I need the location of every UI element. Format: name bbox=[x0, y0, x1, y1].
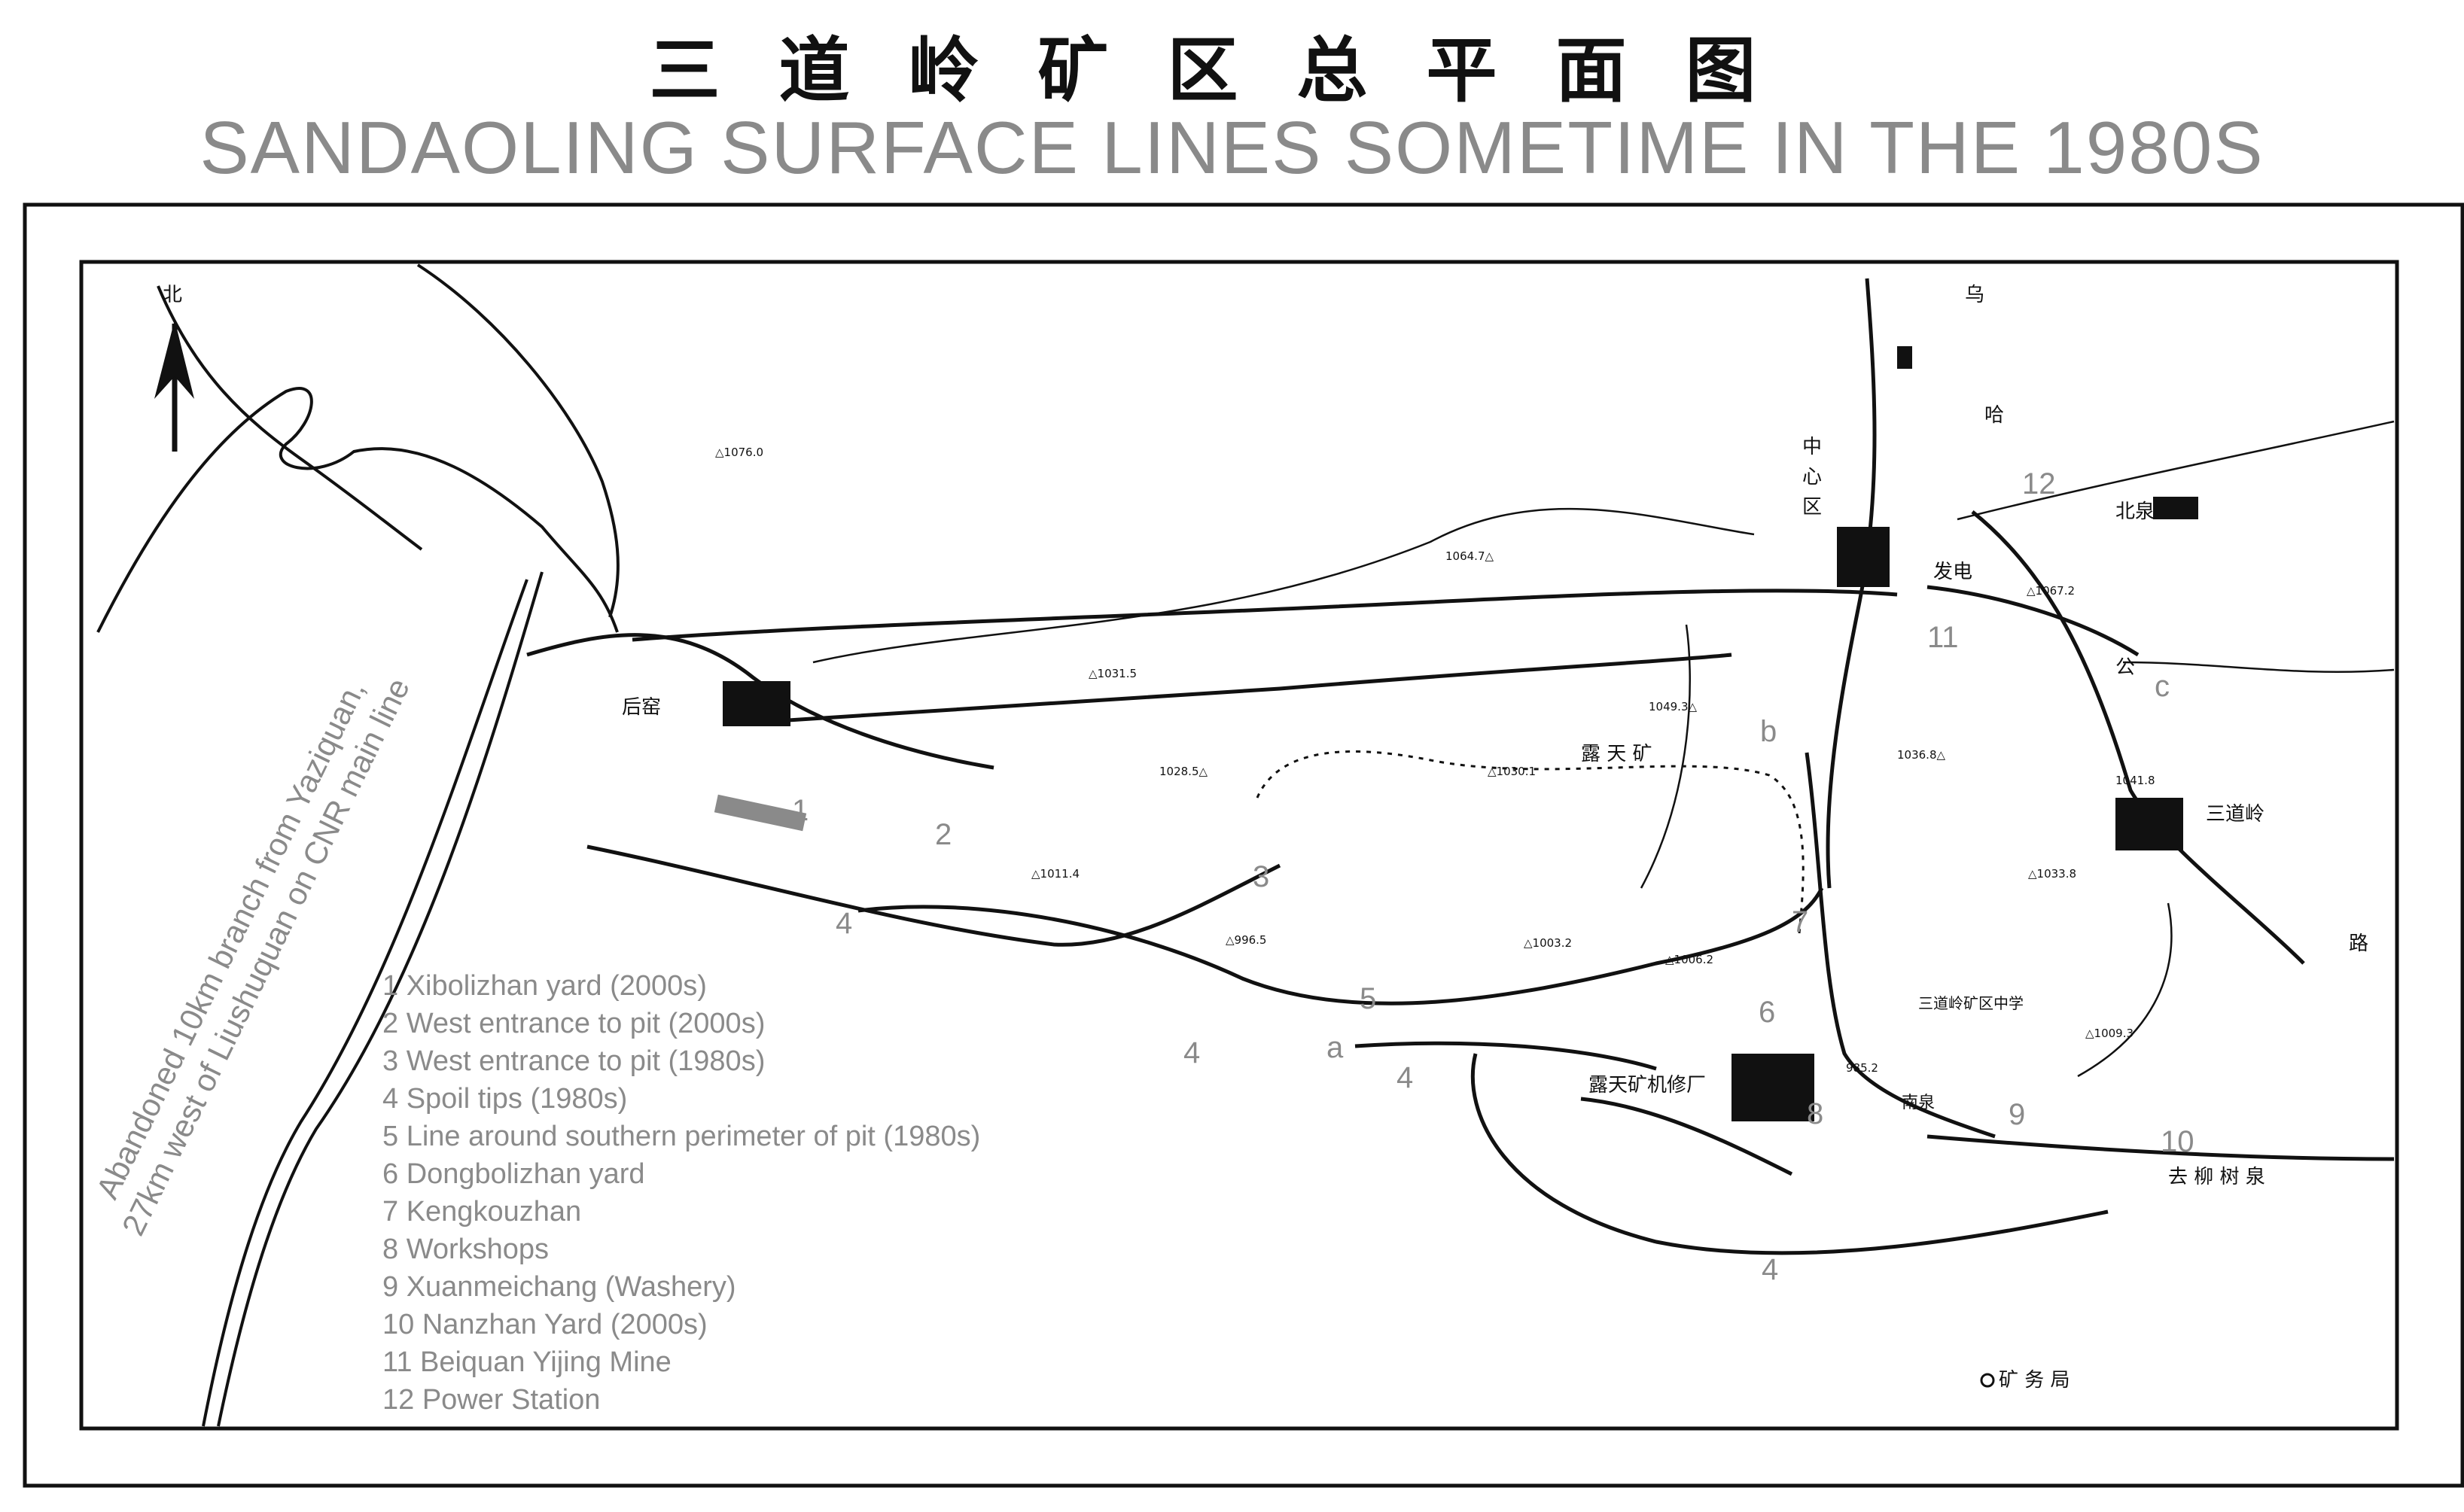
marker-6: 6 bbox=[1759, 996, 1775, 1029]
terrain-contours bbox=[812, 420, 2395, 1078]
marker-11: 11 bbox=[1927, 621, 1959, 654]
marker-5: 5 bbox=[1360, 982, 1376, 1015]
legend-item: 1 Xibolizhan yard (2000s) bbox=[382, 970, 707, 1002]
road-label-ha: 哈 bbox=[1984, 404, 2004, 427]
school-label: 三道岭矿区中学 bbox=[1918, 994, 2024, 1012]
elevation-12: 1036.8△ bbox=[1897, 748, 1945, 762]
legend-item: 10 Nanzhan Yard (2000s) bbox=[382, 1309, 708, 1340]
north-arrow-icon: 北 bbox=[154, 284, 194, 452]
elevation-3: △1031.5 bbox=[1089, 667, 1137, 680]
xibolizhan-highlight-bar bbox=[714, 794, 807, 832]
marker-4-south: 4 bbox=[1396, 1061, 1413, 1094]
elevation-6: △1011.4 bbox=[1031, 867, 1080, 881]
elevation-14: △1033.8 bbox=[2028, 867, 2076, 881]
elevation-13: 1041.8 bbox=[2115, 774, 2155, 787]
mine-bureau-symbol-icon bbox=[1980, 1373, 1995, 1388]
marker-1: 1 bbox=[792, 794, 809, 827]
sandaoling-label: 三道岭 bbox=[2206, 803, 2265, 826]
elevation-7: △996.5 bbox=[1226, 933, 1266, 947]
center-label-1: 中 bbox=[1802, 436, 1822, 458]
railway-lines bbox=[526, 278, 2395, 1255]
elevation-8: △1003.2 bbox=[1524, 936, 1572, 950]
nanquan-label: 南泉 bbox=[1902, 1094, 1935, 1112]
houyao-label: 后窑 bbox=[622, 696, 661, 719]
marker-12: 12 bbox=[2022, 467, 2056, 500]
legend-item: 8 Workshops bbox=[382, 1234, 550, 1265]
settlement-blocks bbox=[723, 346, 2198, 1121]
legend-item: 9 Xuanmeichang (Washery) bbox=[382, 1271, 736, 1303]
workshop-label: 露天矿机修厂 bbox=[1588, 1074, 1706, 1097]
marker-9: 9 bbox=[2009, 1098, 2025, 1131]
marker-7: 7 bbox=[1792, 905, 1808, 939]
marker-a: a bbox=[1326, 1031, 1344, 1064]
road-label-lu: 路 bbox=[2349, 932, 2368, 955]
elevation-10: 1049.3△ bbox=[1649, 700, 1697, 713]
marker-c: c bbox=[2155, 670, 2170, 703]
legend-item: 11 Beiquan Yijing Mine bbox=[382, 1346, 672, 1378]
elevation-4: 1028.5△ bbox=[1159, 765, 1208, 778]
elevation-11: △1067.2 bbox=[2027, 584, 2075, 598]
marker-10: 10 bbox=[2161, 1125, 2194, 1158]
legend: 1 Xibolizhan yard (2000s) 2 West entranc… bbox=[382, 967, 980, 1419]
legend-item: 6 Dongbolizhan yard bbox=[382, 1158, 645, 1190]
center-label-2: 心 bbox=[1802, 466, 1822, 488]
mine-bureau-label: 矿 务 局 bbox=[1999, 1369, 2070, 1392]
marker-b: b bbox=[1760, 715, 1777, 748]
elevation-9: △1006.2 bbox=[1665, 953, 1713, 966]
marker-3: 3 bbox=[1253, 860, 1269, 893]
open-pit-outline bbox=[1256, 750, 1805, 934]
marker-4-west: 4 bbox=[836, 907, 852, 940]
elevation-1: △1076.0 bbox=[715, 446, 763, 459]
road-label-wu: 乌 bbox=[1965, 284, 1984, 306]
center-label-3: 区 bbox=[1802, 496, 1822, 519]
outer-frame bbox=[23, 202, 2464, 1488]
to-liushuquan-label: 去 柳 树 泉 bbox=[2168, 1166, 2265, 1188]
legend-item: 2 West entrance to pit (2000s) bbox=[382, 1008, 766, 1039]
legend-item: 3 West entrance to pit (1980s) bbox=[382, 1045, 766, 1077]
elevation-15: △1009.3 bbox=[2085, 1027, 2134, 1040]
marker-2: 2 bbox=[935, 818, 952, 851]
legend-item: 4 Spoil tips (1980s) bbox=[382, 1083, 628, 1115]
english-title: SANDAOLING SURFACE LINES SOMETIME IN THE… bbox=[199, 106, 2265, 189]
legend-item: 12 Power Station bbox=[382, 1384, 601, 1416]
chinese-title: 三道岭矿区总平面图 bbox=[649, 30, 1815, 112]
legend-item: 5 Line around southern perimeter of pit … bbox=[382, 1121, 981, 1152]
western-channels bbox=[96, 263, 620, 1427]
elevation-2: 1064.7△ bbox=[1445, 549, 1494, 563]
marker-4-south-west: 4 bbox=[1183, 1036, 1200, 1069]
road-label-gong: 公 bbox=[2115, 656, 2135, 679]
beiquan-label: 北泉 bbox=[2115, 500, 2155, 523]
open-pit-label: 露 天 矿 bbox=[1581, 743, 1652, 765]
marker-4-bottom: 4 bbox=[1762, 1253, 1778, 1286]
marker-8: 8 bbox=[1807, 1097, 1823, 1130]
elevation-16: 985.2 bbox=[1846, 1061, 1878, 1075]
elevation-5: △1030.1 bbox=[1488, 765, 1536, 778]
power-label: 发电 bbox=[1933, 561, 1972, 583]
legend-item: 7 Kengkouzhan bbox=[382, 1196, 582, 1228]
inner-frame bbox=[79, 260, 2399, 1431]
